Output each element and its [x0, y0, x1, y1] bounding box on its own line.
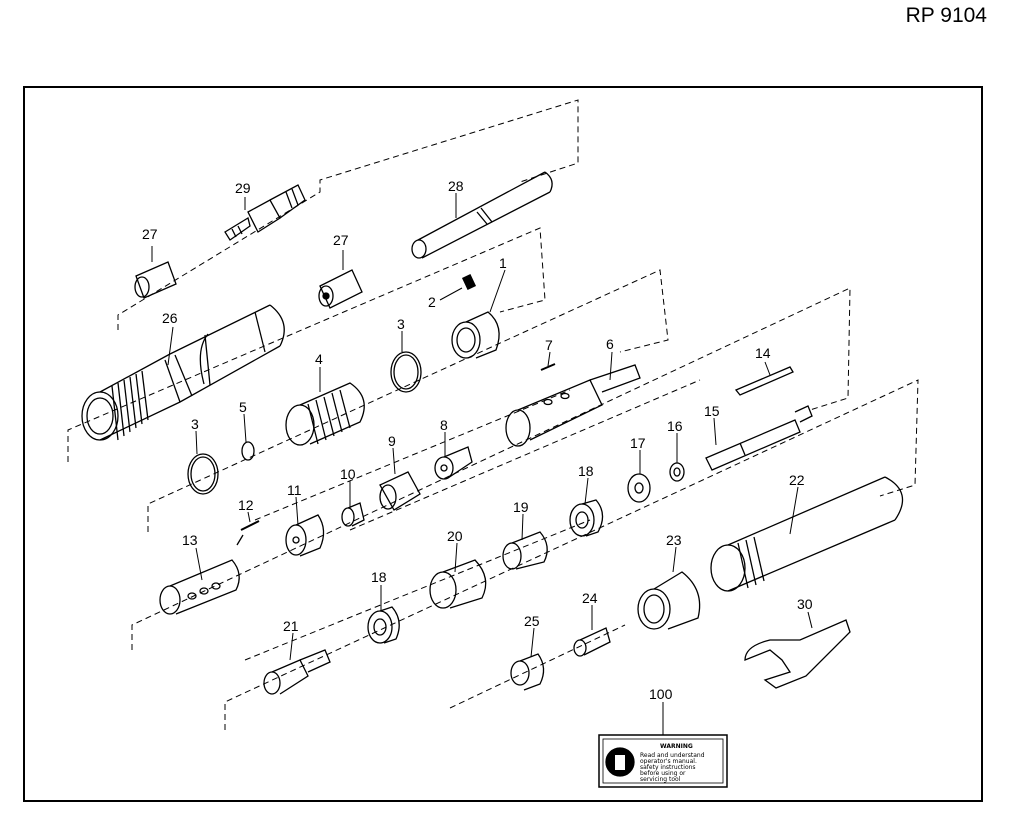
- callout-numbers: 1 2 3 3 4 5 6 7 8 9 10 11 12 13 14 15 16…: [142, 178, 813, 702]
- part-4-rotor: [285, 382, 365, 446]
- callout-12: 12: [238, 497, 254, 513]
- callout-11: 11: [287, 482, 302, 498]
- part-18-bearing-lower: [367, 606, 400, 644]
- part-29-nipple: [224, 184, 306, 241]
- callout-6: 6: [606, 336, 614, 352]
- callout-18a: 18: [578, 463, 594, 479]
- part-5-ring: [241, 441, 255, 461]
- callout-15: 15: [704, 403, 720, 419]
- part-16-washer: [669, 462, 685, 482]
- callout-2: 2: [428, 294, 436, 310]
- part-3-o-ring-lower: [187, 453, 219, 495]
- part-15-shaft: [705, 405, 813, 471]
- callout-3b: 3: [191, 416, 199, 432]
- part-30-wrench: [744, 619, 851, 689]
- assembly-lines: [67, 99, 919, 730]
- callout-9: 9: [388, 433, 396, 449]
- part-23-adapter: [637, 571, 701, 630]
- part-14-key: [734, 366, 794, 396]
- part-26-housing: [81, 304, 285, 441]
- part-18-bearing-upper: [569, 499, 604, 537]
- callout-14: 14: [755, 345, 771, 361]
- callout-20: 20: [447, 528, 463, 544]
- callout-30: 30: [797, 596, 813, 612]
- warning-line-4: before using or: [640, 770, 686, 777]
- part-20-sleeve: [429, 559, 487, 609]
- warning-line-5: servicing tool: [640, 776, 681, 783]
- part-7-pin: [540, 363, 556, 371]
- leader-lines: [151, 193, 813, 735]
- callout-18b: 18: [371, 569, 387, 585]
- part-11-end-plate: [285, 514, 325, 557]
- part-13-muffler: [159, 559, 240, 615]
- part-12-spring-pin: [236, 520, 260, 546]
- callout-25: 25: [524, 613, 540, 629]
- part-27-bushing-right: [318, 269, 363, 309]
- callout-1: 1: [499, 255, 507, 271]
- callout-7: 7: [545, 337, 553, 353]
- callout-16: 16: [667, 418, 683, 434]
- part-2-set-screw: [461, 274, 477, 290]
- part-21-collet-nut: [263, 649, 331, 695]
- part-3-o-ring-upper: [390, 351, 422, 393]
- callout-3a: 3: [397, 316, 405, 332]
- part-25-nut: [510, 653, 545, 691]
- callout-29: 29: [235, 180, 251, 196]
- callout-4: 4: [315, 351, 323, 367]
- part-17-spacer: [627, 473, 651, 503]
- callout-100: 100: [649, 686, 673, 702]
- callout-24: 24: [582, 590, 598, 606]
- part-8-screw: [434, 446, 473, 480]
- callout-13: 13: [182, 532, 198, 548]
- callout-28: 28: [448, 178, 464, 194]
- part-27-bushing-left: [134, 261, 177, 299]
- callout-23: 23: [666, 532, 682, 548]
- warning-line-2: operator's manual.: [640, 758, 697, 765]
- callout-8: 8: [440, 417, 448, 433]
- warning-label-text: WARNING Read and understand operator's m…: [640, 743, 705, 783]
- part-1-collar: [451, 311, 500, 359]
- callout-21: 21: [283, 618, 299, 634]
- callout-27a: 27: [142, 226, 158, 242]
- callout-26: 26: [162, 310, 178, 326]
- diagram-frame: [23, 86, 983, 802]
- callout-22: 22: [789, 472, 805, 488]
- callout-17: 17: [630, 435, 646, 451]
- model-number: RP 9104: [905, 4, 987, 27]
- warning-line-1: Read and understand: [640, 752, 705, 759]
- part-22-housing: [710, 476, 904, 592]
- part-10-bushing: [341, 502, 365, 527]
- part-6-spindle: [505, 364, 641, 447]
- warning-heading: WARNING: [660, 743, 693, 750]
- callout-10: 10: [340, 466, 356, 482]
- callout-27b: 27: [333, 232, 349, 248]
- callout-19: 19: [513, 499, 529, 515]
- part-9-cylinder: [379, 471, 421, 511]
- warning-line-3: safety instructions: [640, 764, 696, 771]
- part-24-collet: [573, 627, 611, 657]
- part-28-tube: [411, 171, 553, 259]
- part-19-sleeve: [502, 531, 548, 570]
- callout-5: 5: [239, 399, 247, 415]
